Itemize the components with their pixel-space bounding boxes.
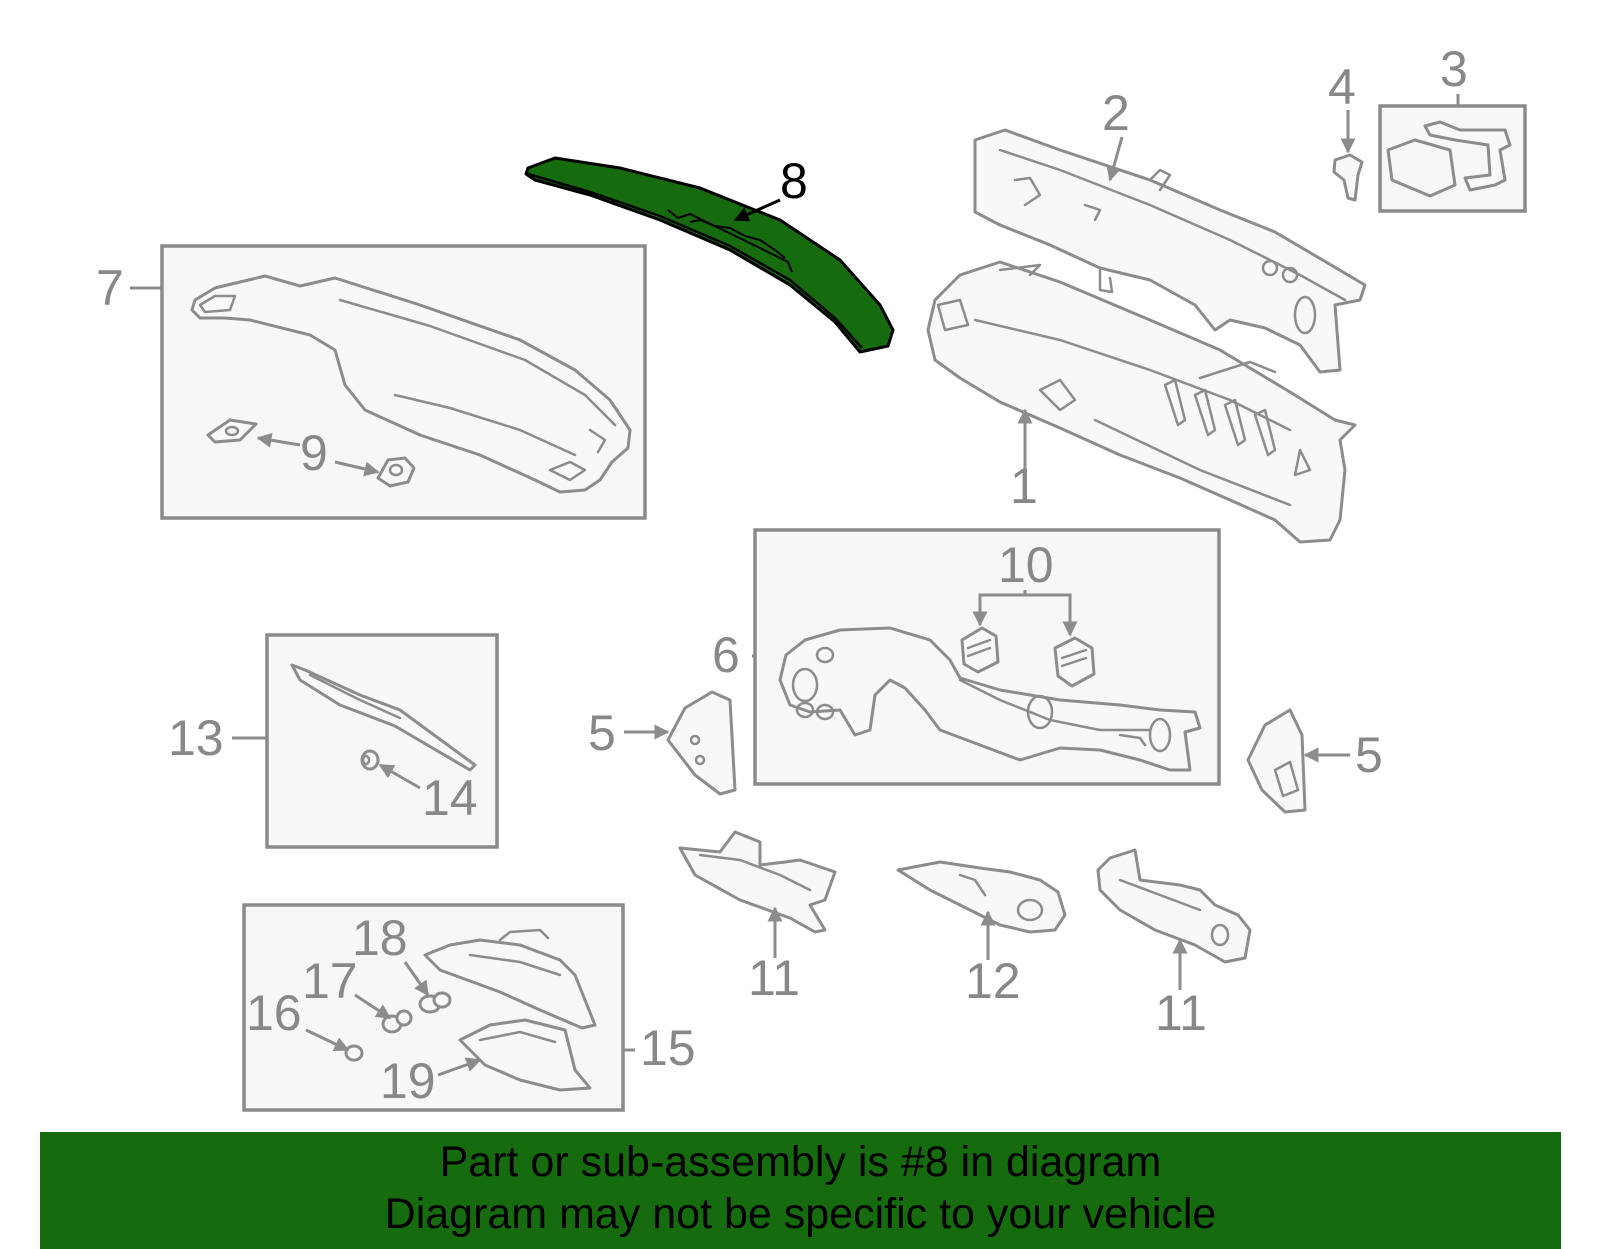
part-10-vents <box>960 626 1096 688</box>
callout-18: 18 <box>352 910 408 966</box>
callout-labels: 1 2 3 4 5 5 6 7 8 9 10 11 11 12 13 14 15… <box>96 41 1468 1109</box>
callout-1: 1 <box>1010 458 1038 514</box>
callout-9: 9 <box>300 425 328 481</box>
callout-19: 19 <box>380 1053 436 1109</box>
part-9-clips <box>206 418 416 488</box>
callout-7: 7 <box>96 260 124 316</box>
part-3-bracket <box>1386 120 1512 198</box>
callout-11-left: 11 <box>748 950 800 1006</box>
part-15-glove-box <box>423 928 597 1092</box>
part-7-dash-pad <box>190 274 632 494</box>
callout-13: 13 <box>168 710 224 766</box>
callout-8: 8 <box>780 153 808 209</box>
leader-lines <box>130 94 1460 1077</box>
callout-10: 10 <box>998 537 1054 593</box>
part-5-end-caps <box>666 690 1307 814</box>
callout-17: 17 <box>302 953 358 1009</box>
footer-line-disclaimer: Diagram may not be specific to your vehi… <box>384 1190 1217 1238</box>
footer-line-part: Part or sub-assembly is #8 in diagram <box>439 1138 1162 1186</box>
callout-5-right: 5 <box>1355 727 1383 783</box>
callout-14: 14 <box>422 770 478 826</box>
part-1-carrier <box>926 260 1357 544</box>
part-12-panel <box>896 860 1067 934</box>
callout-16: 16 <box>246 985 302 1041</box>
callout-6: 6 <box>712 627 740 683</box>
part-6-instrument-panel <box>778 626 1202 772</box>
part-2-reinforcement <box>973 128 1367 374</box>
callout-12: 12 <box>965 953 1021 1009</box>
part-13-trim <box>290 663 477 772</box>
part-8-highlighted <box>524 156 895 354</box>
footer-banner: Part or sub-assembly is #8 in diagram Di… <box>40 1132 1561 1249</box>
part-11-left-bracket <box>678 830 837 934</box>
callout-3: 3 <box>1440 41 1468 97</box>
part-14-clip <box>360 749 380 771</box>
part-4-clip <box>1332 153 1364 202</box>
part-11-right-bracket <box>1096 848 1252 964</box>
part-16-17-18-small-parts <box>344 991 452 1062</box>
callout-11-right: 11 <box>1155 985 1207 1041</box>
callout-4: 4 <box>1328 59 1356 115</box>
callout-2: 2 <box>1102 85 1130 141</box>
callout-15: 15 <box>640 1020 696 1076</box>
callout-5-left: 5 <box>588 705 616 761</box>
